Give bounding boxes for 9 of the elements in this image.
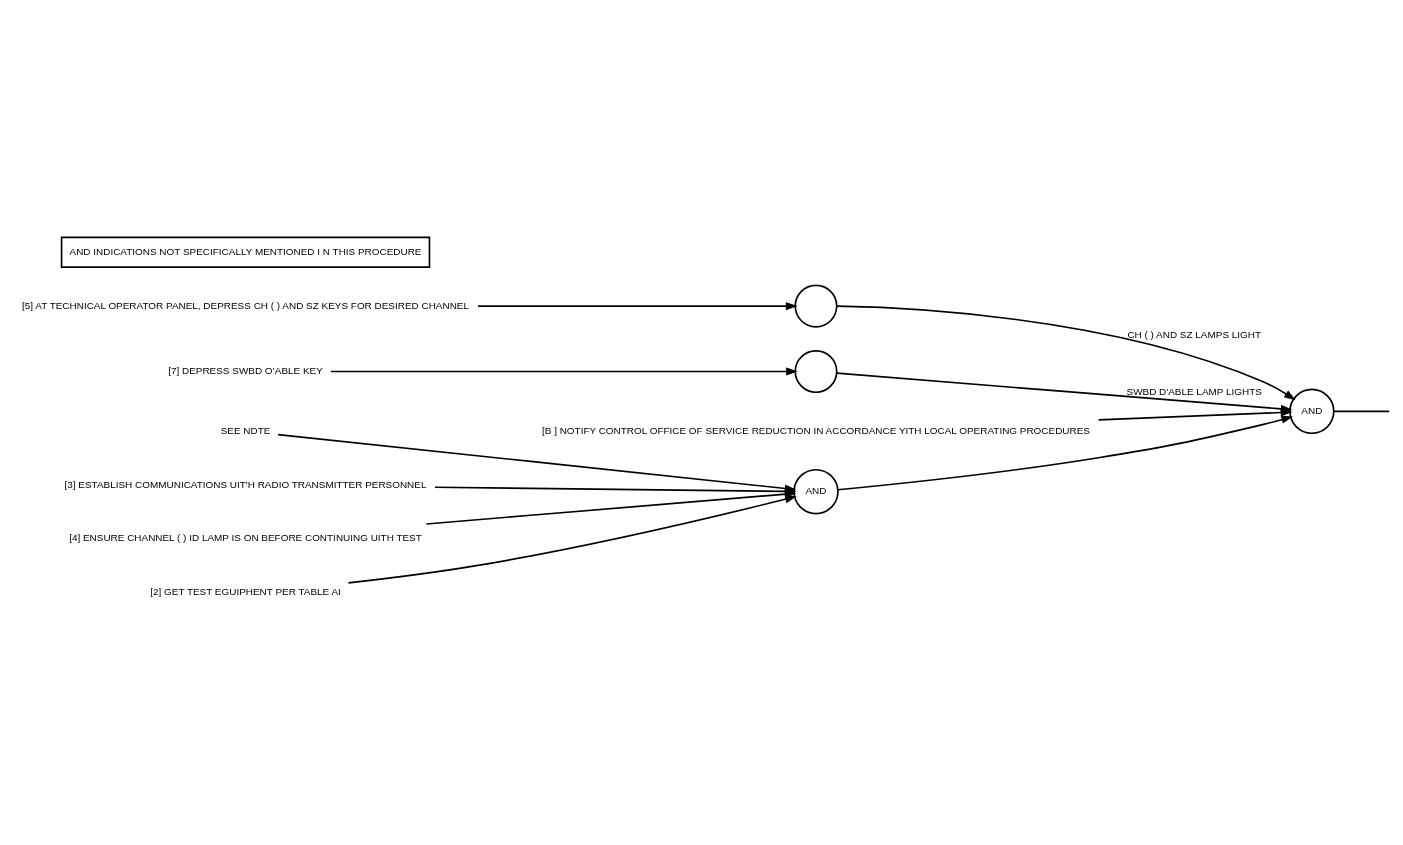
node-text: [5] AT TECHNICAL OPERATOR PANEL, DEPRESS CH ( ) AND SZ KEYS FOR DESIRED CHANNEL [22, 299, 469, 311]
node-text: [B ] NOTIFY CONTROL OFFICE OF SERVICE REDUCTION IN ACCORDANCE YITH LOCAL OPERATING PROCEDURES [542, 424, 1090, 436]
node-text: [7] DEPRESS SWBD O’ABLE KEY [168, 365, 323, 377]
edge-label: CH ( ) AND SZ LAMPS LIGHT [1127, 329, 1262, 341]
node-text: [4] ENSURE CHANNEL ( ) ID LAMP IS ON BEFORE CONTINUING UITH TEST [69, 532, 422, 544]
node-text: [2] GET TEST EGUIPHENT PER TABLE AI [150, 586, 341, 598]
node-text: SEE NDTE [220, 424, 271, 436]
node-text: [3] ESTABLISH COMMUNICATIONS UIT'H RADIO TRANSMITTER PERSONNEL [64, 478, 427, 490]
edge-label: SWBD D'ABLE LAMP LIGHTS [1126, 386, 1262, 398]
